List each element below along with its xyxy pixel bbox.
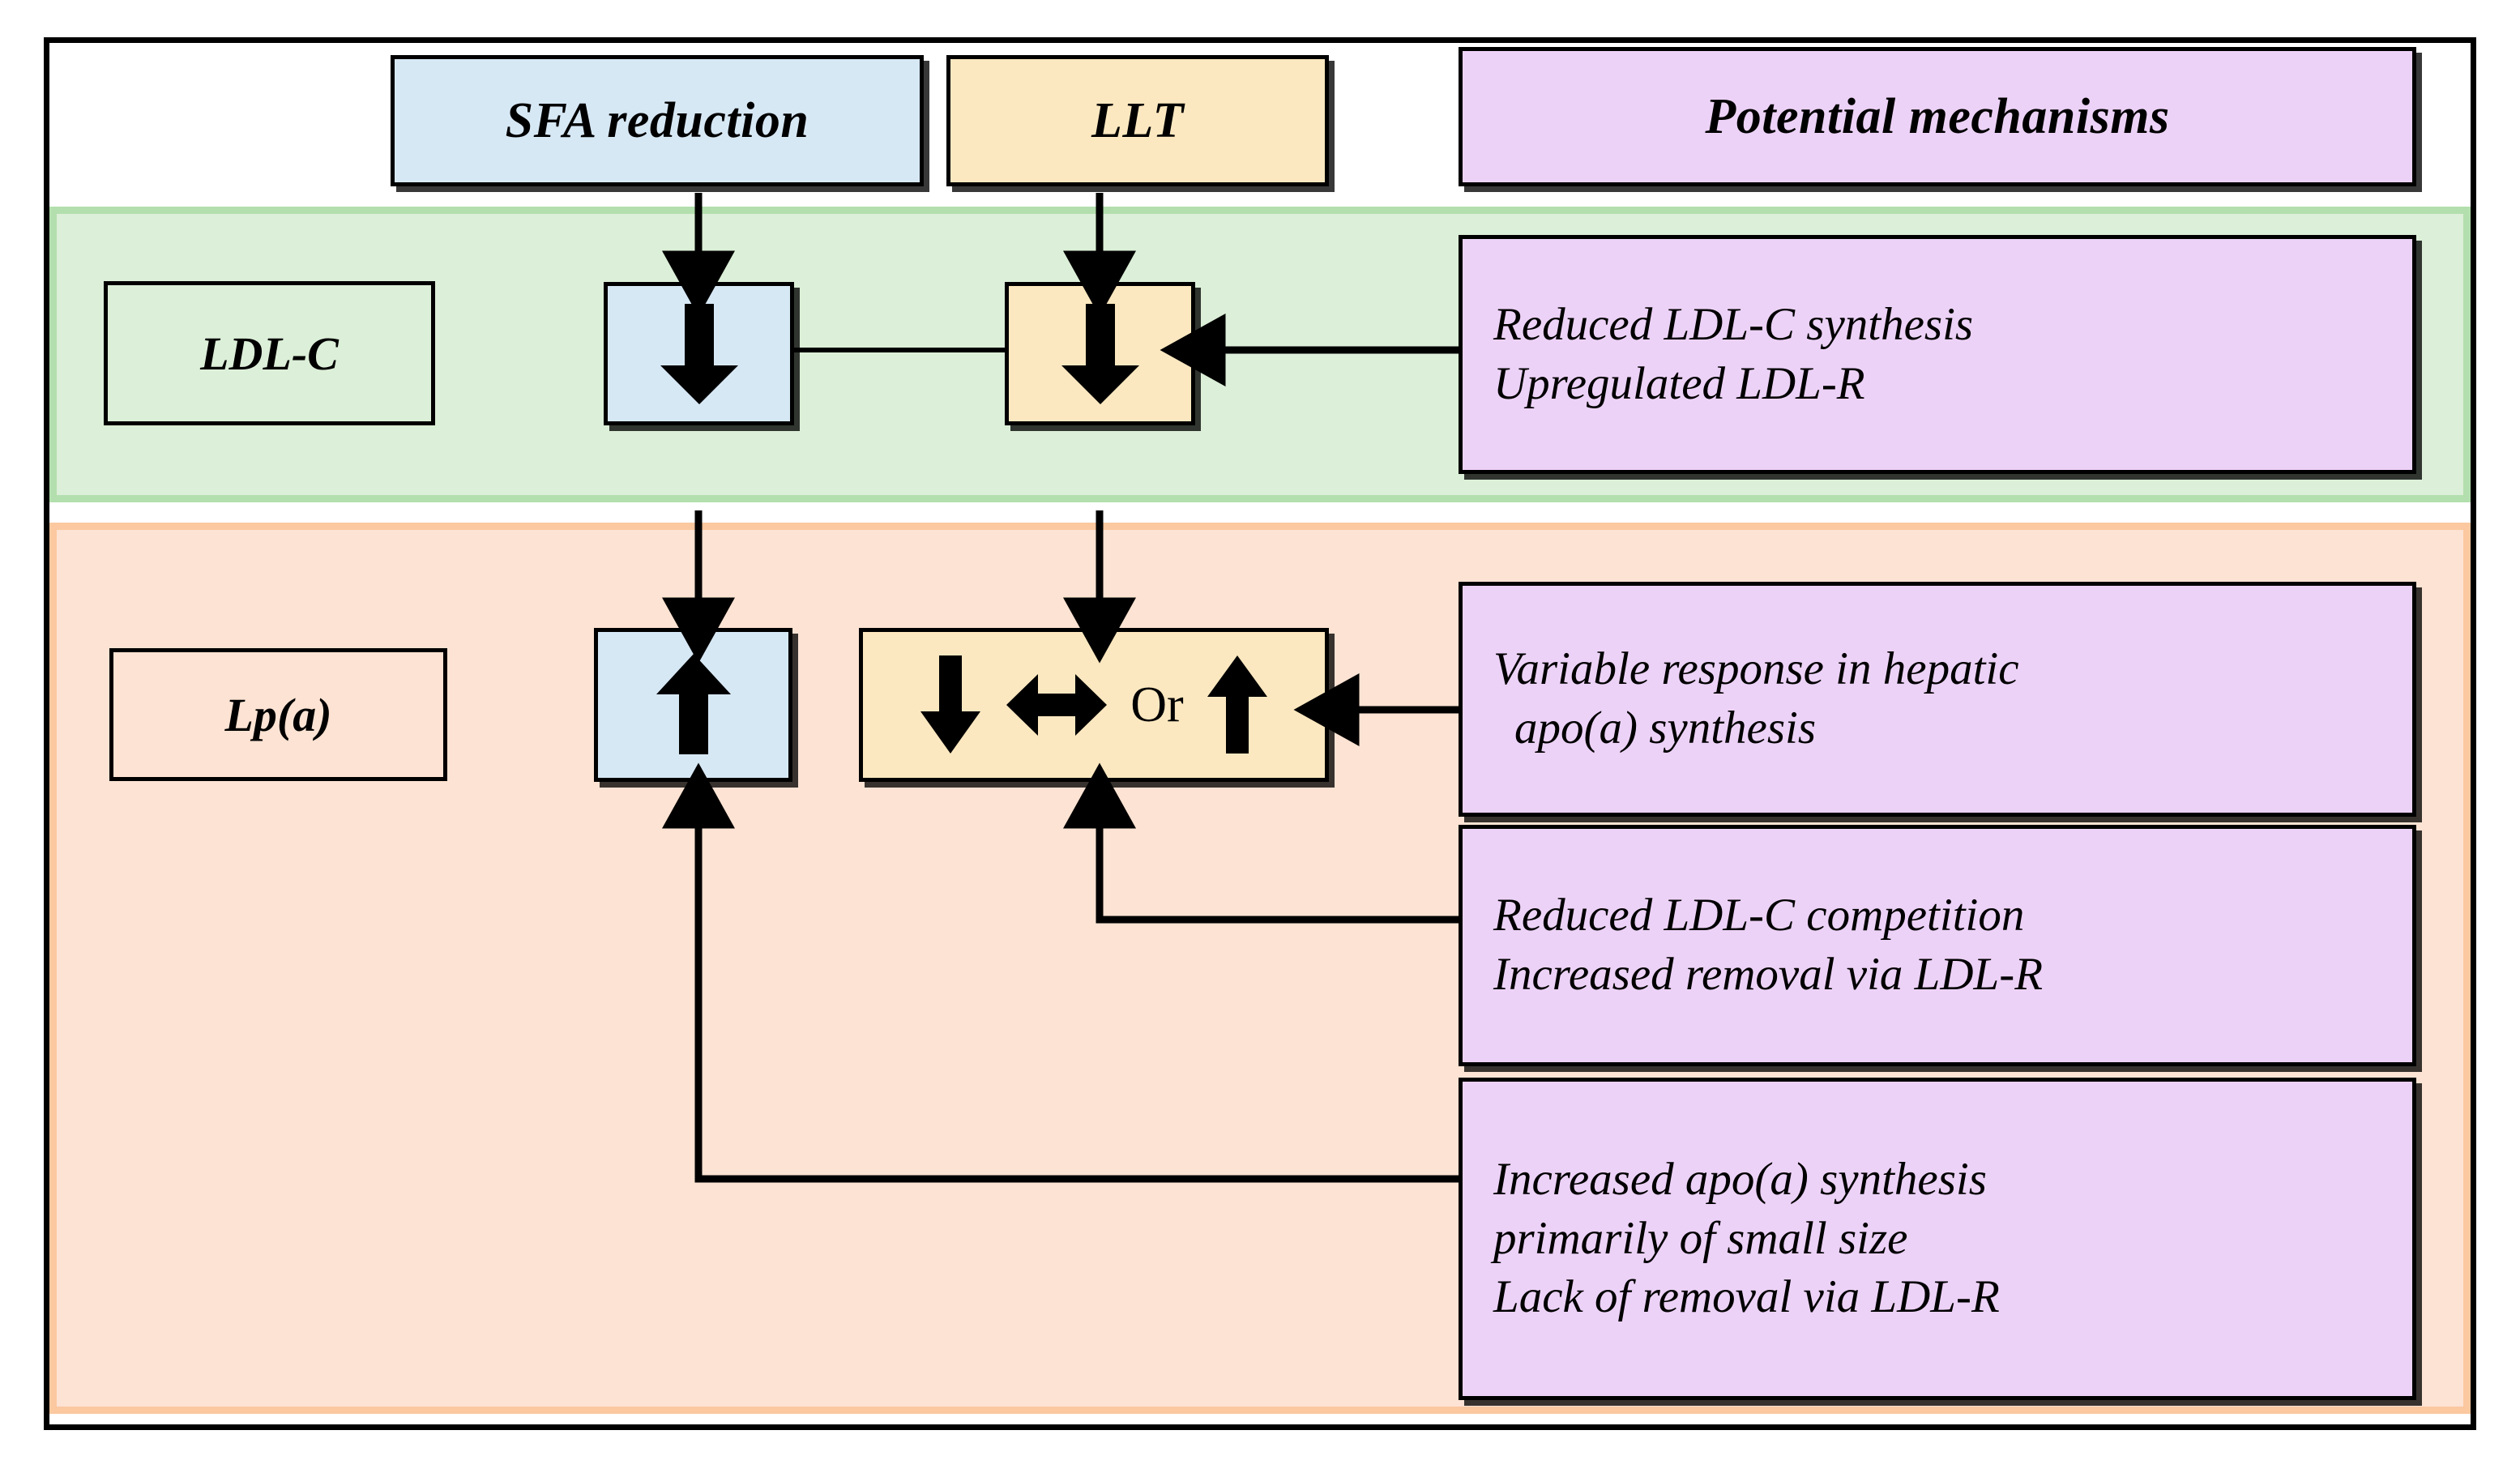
down-arrow-icon xyxy=(920,655,981,754)
mechanism-3-text: Reduced LDL-C competition Increased remo… xyxy=(1463,886,2412,1005)
mechanism-box-1[interactable]: Reduced LDL-C synthesis Upregulated LDL-… xyxy=(1459,235,2416,474)
up-arrow-icon xyxy=(1207,655,1267,754)
or-label: Or xyxy=(1130,677,1184,732)
ldl-c-sfa-effect-box[interactable] xyxy=(604,282,794,425)
mechanism-2-line-2: apo(a) synthesis xyxy=(1514,702,1817,754)
lp-a-llt-effect-group: Or xyxy=(863,653,1325,757)
mechanism-2-line-1: Variable response in hepatic xyxy=(1493,643,2019,695)
row-label-lp-a-text: Lp(a) xyxy=(224,688,332,741)
mechanism-4-line-3: Lack of removal via LDL-R xyxy=(1493,1271,2000,1323)
mechanism-3-line-2: Increased removal via LDL-R xyxy=(1493,949,2044,1000)
down-arrow-icon xyxy=(660,303,738,404)
mechanism-4-line-2: primarily of small size xyxy=(1493,1212,1908,1264)
mechanism-3-line-1: Reduced LDL-C competition xyxy=(1493,890,2025,941)
header-llt[interactable]: LLT xyxy=(946,55,1329,186)
mechanism-box-4[interactable]: Increased apo(a) synthesis primarily of … xyxy=(1459,1078,2416,1400)
header-sfa-label: SFA reduction xyxy=(505,92,809,148)
left-right-arrow-icon xyxy=(1006,674,1108,736)
row-label-lp-a: Lp(a) xyxy=(109,648,447,781)
header-llt-label: LLT xyxy=(1091,92,1184,148)
header-sfa-reduction[interactable]: SFA reduction xyxy=(391,55,924,186)
mechanism-box-2[interactable]: Variable response in hepatic apo(a) synt… xyxy=(1459,582,2416,817)
ldl-c-llt-effect-box[interactable] xyxy=(1005,282,1195,425)
mechanism-4-line-1: Increased apo(a) synthesis xyxy=(1493,1153,1987,1205)
mechanism-1-text: Reduced LDL-C synthesis Upregulated LDL-… xyxy=(1463,296,2412,414)
row-label-ldl-c-text: LDL-C xyxy=(200,327,339,380)
mechanism-box-3[interactable]: Reduced LDL-C competition Increased remo… xyxy=(1459,825,2416,1066)
lp-a-llt-effect-box[interactable]: Or xyxy=(859,628,1329,782)
mechanism-1-line-2: Upregulated LDL-R xyxy=(1493,357,1865,409)
header-potential-mechanisms[interactable]: Potential mechanisms xyxy=(1459,47,2416,186)
mechanism-1-line-1: Reduced LDL-C synthesis xyxy=(1493,298,1974,350)
mechanism-4-text: Increased apo(a) synthesis primarily of … xyxy=(1463,1151,2412,1328)
up-arrow-icon xyxy=(656,654,731,754)
lp-a-sfa-effect-box[interactable] xyxy=(594,628,792,782)
header-mechanisms-label: Potential mechanisms xyxy=(1705,88,2170,144)
row-label-ldl-c: LDL-C xyxy=(104,281,435,425)
mechanism-2-text: Variable response in hepatic apo(a) synt… xyxy=(1463,640,2412,758)
down-arrow-icon xyxy=(1061,303,1139,404)
